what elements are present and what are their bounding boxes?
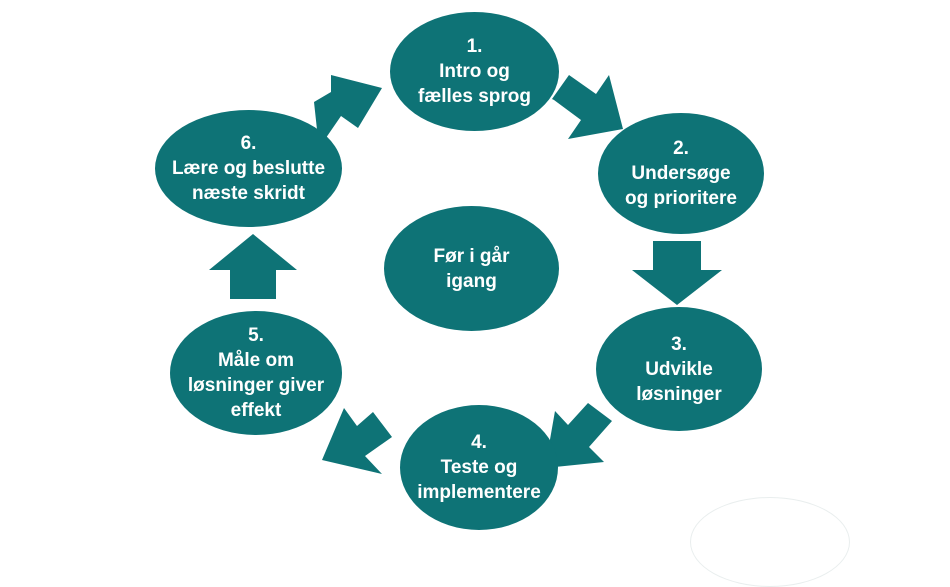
process-cycle-diagram: 1. Intro og fælles sprog 2. Undersøge og… [155, 12, 850, 587]
arrow-6-to-1 [314, 75, 382, 148]
step-6-node: 6. Lære og beslutte næste skridt [155, 110, 342, 227]
step-4-label: 4. Teste og implementere [417, 432, 541, 503]
step-3-label: 3. Udvikle løsninger [636, 333, 722, 405]
arrow-3-to-4 [545, 403, 612, 468]
arrow-5-to-6 [209, 234, 297, 299]
step-2-label: 2. Undersøge og prioritere [625, 138, 737, 209]
step-3-node: 3. Udvikle løsninger [596, 307, 762, 431]
cycle-arrows [209, 75, 722, 474]
step-5-label: 5. Måle om løsninger giver effekt [187, 325, 325, 421]
step-6-label: 6. Lære og beslutte næste skridt [171, 133, 326, 204]
center-label: Før i går igang [433, 245, 510, 292]
arrow-1-to-2 [552, 75, 623, 139]
arrow-4-to-5 [322, 408, 392, 474]
step-1-label: 1. Intro og fælles sprog [418, 36, 531, 107]
center-node: Før i går igang [384, 206, 559, 331]
decorative-arc [690, 497, 850, 587]
arrow-2-to-3 [632, 241, 722, 305]
step-1-node: 1. Intro og fælles sprog [390, 12, 559, 131]
step-4-node: 4. Teste og implementere [400, 405, 558, 530]
step-2-node: 2. Undersøge og prioritere [598, 113, 764, 234]
step-5-node: 5. Måle om løsninger giver effekt [170, 311, 342, 435]
